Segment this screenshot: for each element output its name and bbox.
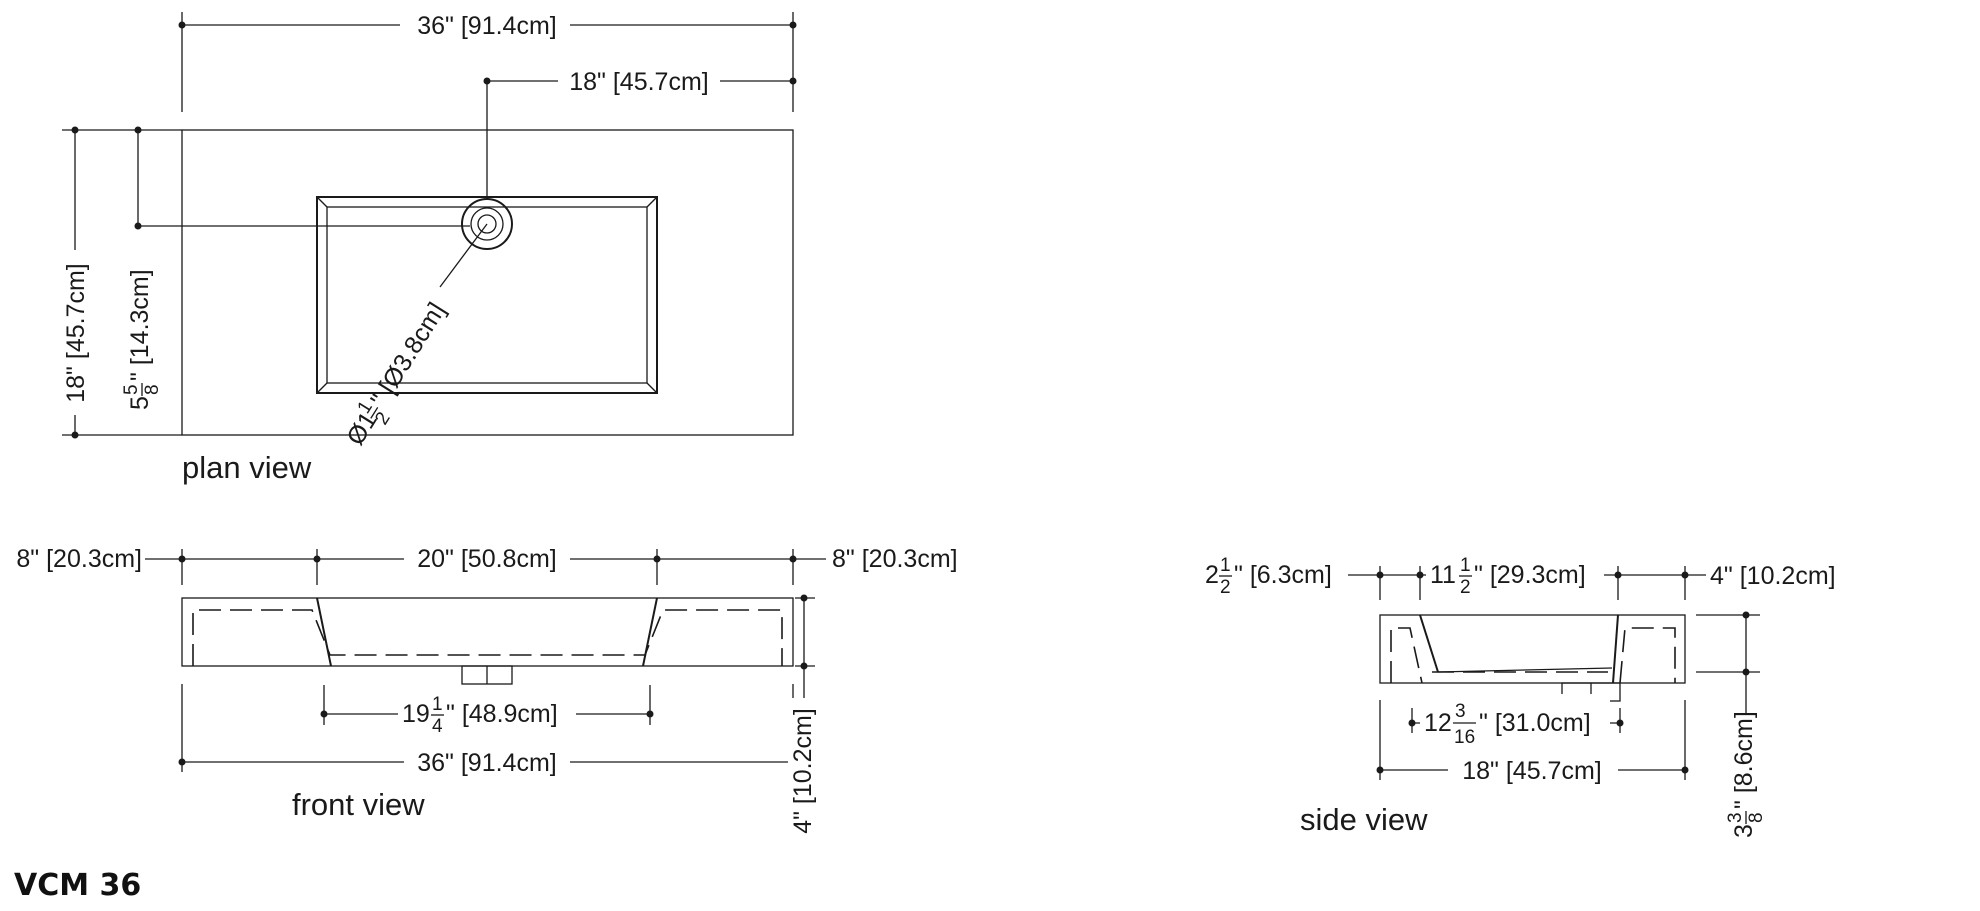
- front-view-title: front view: [292, 787, 425, 822]
- svg-text:2: 2: [1220, 577, 1231, 598]
- side-overall-label: 18" [45.7cm]: [1462, 757, 1602, 785]
- plan-depth-label: 18" [45.7cm]: [62, 263, 90, 403]
- front-height-label: 4" [10.2cm]: [789, 708, 817, 834]
- side-bowl-label: 12 3 16 " [31.0cm]: [1424, 701, 1591, 748]
- plan-overall-width-label: 36" [91.4cm]: [417, 12, 557, 40]
- drain-diameter-leader: [439, 223, 488, 288]
- svg-text:1: 1: [1220, 555, 1231, 576]
- side-front-label: 2 1 2 " [6.3cm]: [1205, 555, 1332, 598]
- side-back-label: 4" [10.2cm]: [1710, 562, 1836, 590]
- svg-text:5: 5: [121, 384, 142, 395]
- svg-text:1: 1: [432, 694, 443, 715]
- svg-text:11: 11: [1430, 561, 1456, 589]
- svg-text:2: 2: [1460, 577, 1471, 598]
- svg-text:8: 8: [1746, 812, 1767, 823]
- svg-text:3: 3: [1725, 812, 1746, 823]
- svg-text:3: 3: [1730, 824, 1758, 838]
- front-bowl-label: 19 1 4 " [48.9cm]: [402, 694, 558, 737]
- svg-text:" [48.9cm]: " [48.9cm]: [446, 700, 558, 728]
- side-mid-label: 11 1 2 " [29.3cm]: [1430, 555, 1586, 598]
- svg-text:3: 3: [1455, 701, 1466, 722]
- svg-text:4: 4: [432, 716, 443, 737]
- svg-text:12: 12: [1424, 709, 1452, 737]
- svg-text:8: 8: [142, 384, 163, 395]
- model-label: VCM 36: [14, 868, 141, 903]
- side-height-label: 3 3 8 " [8.6cm]: [1725, 711, 1767, 838]
- plan-drain-offset-label: 18" [45.7cm]: [569, 68, 709, 96]
- plan-basin-inner: [326, 206, 648, 384]
- side-view-title: side view: [1300, 802, 1428, 837]
- plan-view-title: plan view: [182, 450, 312, 485]
- svg-text:" [29.3cm]: " [29.3cm]: [1474, 561, 1586, 589]
- front-overall-label: 36" [91.4cm]: [417, 749, 557, 777]
- plan-view: 36" [91.4cm] 18" [45.7cm] 18" [45.7cm] 5…: [60, 10, 797, 485]
- front-left-label: 8" [20.3cm]: [16, 545, 142, 573]
- svg-text:5: 5: [126, 396, 154, 410]
- svg-text:" [31.0cm]: " [31.0cm]: [1479, 709, 1591, 737]
- svg-text:" [6.3cm]: " [6.3cm]: [1234, 561, 1332, 589]
- svg-text:1: 1: [1460, 555, 1471, 576]
- plan-drain-from-back-label: 5 5 8 " [14.3cm]: [121, 269, 163, 410]
- side-outline: [1379, 614, 1686, 684]
- svg-text:2: 2: [1205, 561, 1219, 589]
- side-view: 2 1 2 " [6.3cm] 11 1 2 " [29.3cm] 4" [10…: [1198, 552, 1858, 838]
- front-center-label: 20" [50.8cm]: [417, 545, 557, 573]
- svg-text:16: 16: [1454, 727, 1475, 748]
- svg-text:" [8.6cm]: " [8.6cm]: [1730, 711, 1758, 809]
- svg-text:19: 19: [402, 700, 430, 728]
- front-view: 8" [20.3cm] 20" [50.8cm] 8" [20.3cm] 19 …: [0, 543, 976, 843]
- svg-text:" [14.3cm]: " [14.3cm]: [126, 269, 154, 381]
- front-right-label: 8" [20.3cm]: [832, 545, 958, 573]
